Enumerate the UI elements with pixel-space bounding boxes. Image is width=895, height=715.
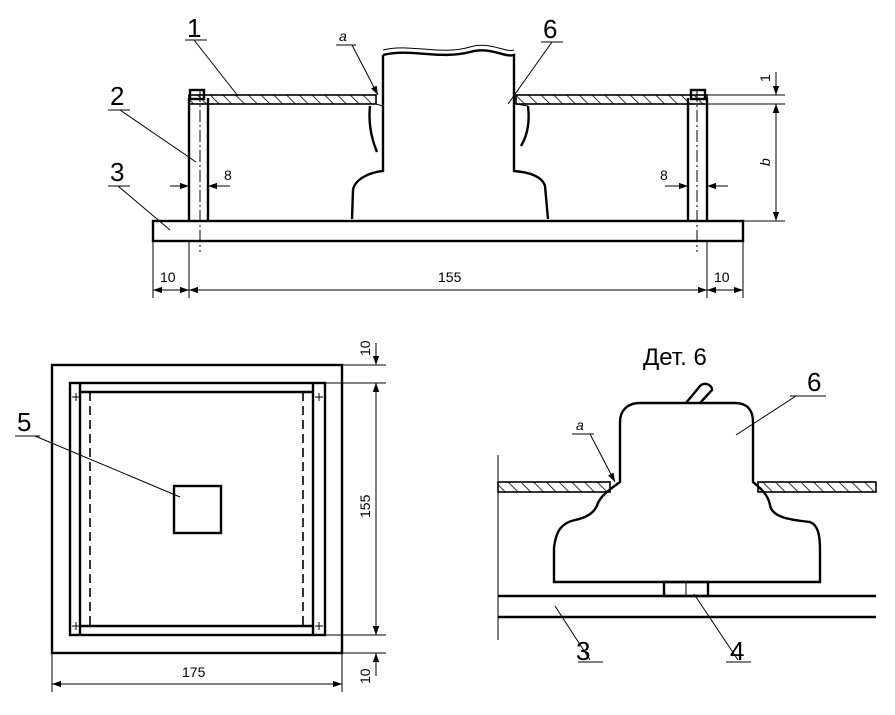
section-dimensions: 8 8 10 155 10 1 b bbox=[152, 72, 785, 298]
label-part-3: 3 bbox=[110, 157, 124, 187]
plan-view bbox=[50, 363, 344, 655]
plan-outer-plate bbox=[50, 363, 344, 655]
section-labels: 1 2 3 6 a bbox=[108, 13, 563, 231]
plan-inner-frame bbox=[68, 381, 327, 637]
plan-labels: 5 bbox=[15, 407, 181, 498]
label-a-detail: a bbox=[576, 417, 584, 433]
dim-10-right: 10 bbox=[714, 269, 730, 285]
label-part-6: 6 bbox=[543, 14, 557, 44]
dim-8-right: 8 bbox=[660, 167, 668, 183]
dim-b: b bbox=[757, 158, 773, 166]
detail-top-plate-left bbox=[497, 481, 611, 493]
dim-155-plan: 155 bbox=[357, 494, 373, 518]
top-plate-left bbox=[188, 94, 377, 105]
detail-title: Дет. 6 bbox=[643, 344, 707, 371]
label-a-top: a bbox=[339, 28, 347, 44]
dim-155-bottom: 155 bbox=[438, 269, 462, 285]
section-view bbox=[151, 44, 745, 252]
detail-labels: 6 a 3 4 bbox=[554, 367, 826, 666]
top-plate-right bbox=[515, 94, 708, 105]
right-post bbox=[686, 88, 709, 252]
label-part-4: 4 bbox=[730, 636, 744, 666]
label-part-2: 2 bbox=[110, 81, 124, 111]
screw-marks bbox=[72, 393, 323, 630]
base-plate bbox=[151, 219, 745, 243]
label-part-3-detail: 3 bbox=[576, 636, 590, 666]
left-post bbox=[187, 88, 210, 252]
dim-10-plan-bottom: 10 bbox=[357, 668, 373, 684]
dim-10-left: 10 bbox=[160, 269, 176, 285]
plan-dimensions: 10 155 10 175 bbox=[51, 340, 386, 692]
plan-center-square bbox=[172, 484, 223, 535]
label-part-1: 1 bbox=[187, 13, 201, 43]
label-part-5: 5 bbox=[17, 407, 31, 437]
dim-175-plan: 175 bbox=[182, 664, 206, 680]
detail-top-plate-right bbox=[757, 481, 877, 493]
detail-view: Дет. 6 bbox=[497, 344, 877, 640]
label-part-6-detail: 6 bbox=[807, 367, 821, 397]
dim-10-plan-top: 10 bbox=[357, 340, 373, 356]
part-6-profile bbox=[350, 49, 550, 220]
detail-part-6-profile bbox=[552, 401, 822, 584]
dim-1: 1 bbox=[757, 74, 773, 82]
dim-8-left: 8 bbox=[224, 167, 232, 183]
